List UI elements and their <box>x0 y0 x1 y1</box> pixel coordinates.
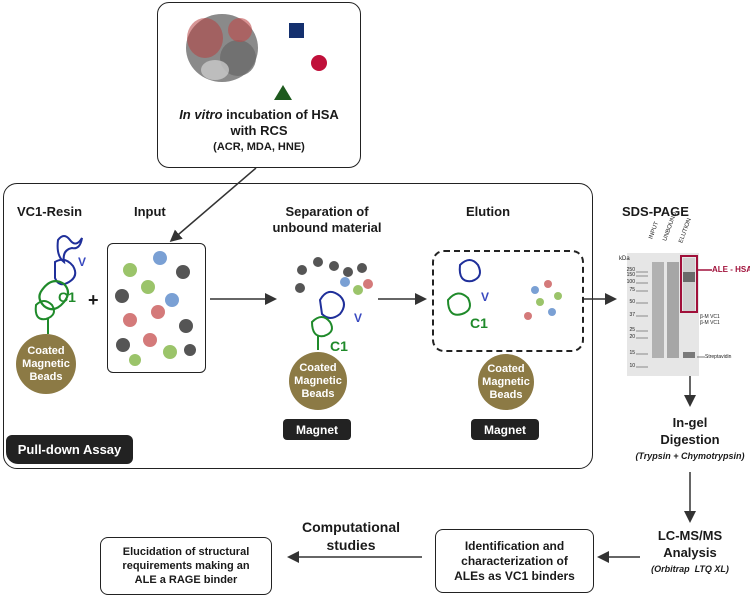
top-box-line3: (ACR, MDA, HNE) <box>213 141 305 153</box>
marker-20: 20 <box>629 334 635 340</box>
marker-150: 150 <box>626 272 635 278</box>
ident-line-3: ALEs as VC1 binders <box>454 568 575 583</box>
identification-box: Identification and characterization of A… <box>435 529 594 593</box>
marker-75: 75 <box>629 287 635 293</box>
marker-250: 250 <box>626 267 635 273</box>
marker-10: 10 <box>629 363 635 369</box>
streptavidin-label: Streptavidin <box>705 354 732 360</box>
digestion-title-1: In-gel <box>672 415 708 430</box>
vc1-resin-label: VC1-Resin <box>17 204 83 219</box>
computational-line-1: Computational <box>302 519 400 535</box>
computational-line-2: studies <box>326 537 376 553</box>
rcs-triangle-icon <box>274 85 292 100</box>
elution-v-label: V <box>481 290 490 304</box>
elution-box <box>432 250 584 352</box>
input-protein-cluster <box>115 251 196 366</box>
elution-label: Elution <box>466 204 511 219</box>
eluc-line-2: requirements making an <box>122 560 250 572</box>
digestion-subtitle: (Trypsin + Chymotrypsin) <box>635 451 745 461</box>
separation-bead: Coated Magnetic Beads <box>289 352 347 410</box>
eluc-line-1: Elucidation of structural <box>122 546 250 558</box>
gel-kda-label: kDa <box>619 256 630 262</box>
separation-c1-label: C1 <box>330 338 348 354</box>
separation-magnet: Magnet <box>283 419 351 440</box>
hsa-protein-icon <box>186 14 258 82</box>
lcms-subtitle: (Orbitrap LTQ XL) <box>651 564 729 574</box>
marker-100: 100 <box>626 279 635 285</box>
arrow-top-to-input <box>169 167 257 242</box>
top-box-line2: with RCS <box>230 123 288 138</box>
elution-c1-label: C1 <box>470 315 488 331</box>
rcs-square-icon <box>289 23 304 38</box>
elution-magnet: Magnet <box>471 419 539 440</box>
top-box-line1: In vitro incubation of HSA <box>179 107 339 122</box>
separation-label-2: unbound material <box>272 220 382 235</box>
plus-sign: + <box>88 290 99 310</box>
resin-bead: Coated Magnetic Beads <box>16 334 76 394</box>
rcs-circle-icon <box>311 55 327 71</box>
elucidation-box: Elucidation of structural requirements m… <box>100 537 272 595</box>
sds-page-title: SDS-PAGE <box>622 204 689 219</box>
resin-c1-label: C1 <box>58 289 76 305</box>
marker-15: 15 <box>629 350 635 356</box>
sds-page-gel-image <box>627 253 712 376</box>
input-label: Input <box>134 204 166 219</box>
pulldown-assay-label: Pull-down Assay <box>6 435 133 464</box>
marker-25: 25 <box>629 327 635 333</box>
gel-lane-labels: INPUT UNBOUND ELUTION <box>648 211 702 258</box>
marker-37: 37 <box>629 312 635 318</box>
vc1-protein-icon <box>34 235 83 334</box>
ale-hsa-label: ALE - HSA <box>712 265 750 274</box>
ident-line-1: Identification and <box>464 538 565 553</box>
elution-bead: Coated Magnetic Beads <box>478 354 534 410</box>
eluc-line-3: ALE a RAGE binder <box>134 574 238 586</box>
gel-side-label-2: β-M VC1 <box>700 320 720 326</box>
lcms-title-2: Analysis <box>663 545 717 560</box>
ident-line-2: characterization of <box>461 553 568 568</box>
separation-v-label: V <box>354 311 363 325</box>
elution-protein-cluster <box>446 259 562 320</box>
lcms-title-1: LC-MS/MS <box>657 528 723 543</box>
resin-v-label: V <box>78 255 87 269</box>
gel-side-label-1: β-M VC1 <box>700 314 720 320</box>
marker-50: 50 <box>629 299 635 305</box>
digestion-title-2: Digestion <box>660 432 720 447</box>
separation-protein-cluster <box>295 257 373 350</box>
separation-label-1: Separation of <box>285 204 369 219</box>
